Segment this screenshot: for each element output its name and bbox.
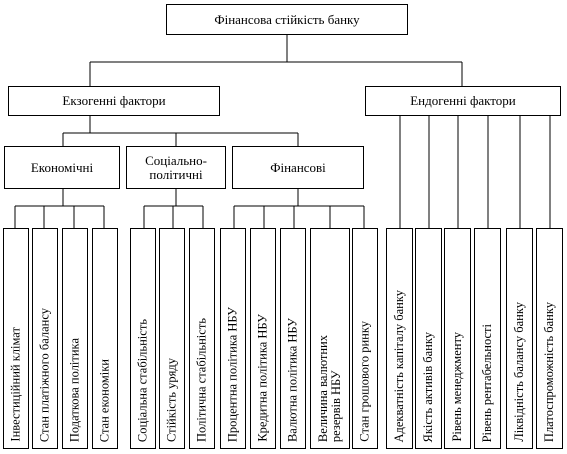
- group-economic: Економічні: [4, 146, 120, 189]
- factor-label: Соціальна стабільність: [135, 318, 150, 442]
- factor-asset-quality: Якість активів банку: [415, 228, 442, 449]
- factor-label: Інвестиційний клімат: [8, 327, 23, 442]
- factor-label: Ліквідність балансу банку: [512, 302, 526, 442]
- factor-investment-climate: Інвестиційний клімат: [3, 228, 29, 449]
- factor-label: Адекватність капіталу банку: [392, 289, 406, 443]
- factor-balance-liquidity: Ліквідність балансу банку: [506, 228, 533, 449]
- exogenous-factors-node: Екзогенні фактори: [8, 86, 220, 116]
- factor-capital-adequacy: Адекватність капіталу банку: [386, 228, 413, 449]
- endogenous-label: Ендогенні фактори: [410, 93, 516, 108]
- factor-label: Платоспроможність банку: [542, 301, 556, 442]
- factor-label: Величина валютних резервів НБУ: [316, 334, 343, 442]
- factor-state-of-economy: Стан економіки: [92, 228, 118, 449]
- factor-management-level: Рівень менеджменту: [444, 228, 471, 449]
- factor-credit-policy: Кредитна політика НБУ: [250, 228, 276, 449]
- factor-label: Рівень рентабельності: [480, 323, 494, 442]
- factor-balance-of-payments: Стан платіжного балансу: [32, 228, 58, 449]
- factor-government-stability: Стійкість уряду: [159, 228, 185, 449]
- group-socio-political-label: Соціально- політичні: [145, 152, 207, 182]
- group-socio-political: Соціально- політичні: [126, 146, 226, 189]
- factor-tax-policy: Податкова політика: [62, 228, 88, 449]
- factor-label: Кредитна політика НБУ: [255, 314, 270, 442]
- factor-interest-policy: Процентна політика НБУ: [220, 228, 246, 449]
- factor-label: Стан платіжного балансу: [37, 307, 52, 442]
- group-economic-label: Економічні: [30, 159, 94, 175]
- factor-social-stability: Соціальна стабільність: [130, 228, 156, 449]
- factor-currency-reserves: Величина валютних резервів НБУ: [310, 228, 350, 449]
- exogenous-label: Екзогенні фактори: [62, 93, 166, 108]
- factor-label: Процентна політика НБУ: [225, 306, 240, 442]
- factor-label: Стан економіки: [97, 358, 112, 442]
- factor-label: Податкова політика: [67, 337, 82, 442]
- factor-label: Стійкість уряду: [164, 357, 179, 442]
- factor-money-market: Стан грошового ринку: [352, 228, 378, 449]
- factor-label: Якість активів банку: [421, 331, 435, 442]
- factor-label: Рівень менеджменту: [450, 332, 464, 442]
- factor-solvency: Платоспроможність банку: [536, 228, 563, 449]
- group-financial: Фінансові: [232, 146, 364, 189]
- group-financial-label: Фінансові: [270, 159, 326, 175]
- factor-currency-policy: Валютна політика НБУ: [280, 228, 306, 449]
- factor-label: Політична стабільність: [194, 318, 209, 442]
- factor-political-stability: Політична стабільність: [189, 228, 215, 449]
- root-label: Фінансова стійкість банку: [214, 11, 360, 27]
- factor-label: Валютна політика НБУ: [285, 317, 300, 442]
- endogenous-factors-node: Ендогенні фактори: [365, 86, 561, 116]
- factor-profitability-level: Рівень рентабельності: [474, 228, 501, 449]
- root-node: Фінансова стійкість банку: [166, 4, 408, 35]
- factor-label: Стан грошового ринку: [357, 321, 372, 442]
